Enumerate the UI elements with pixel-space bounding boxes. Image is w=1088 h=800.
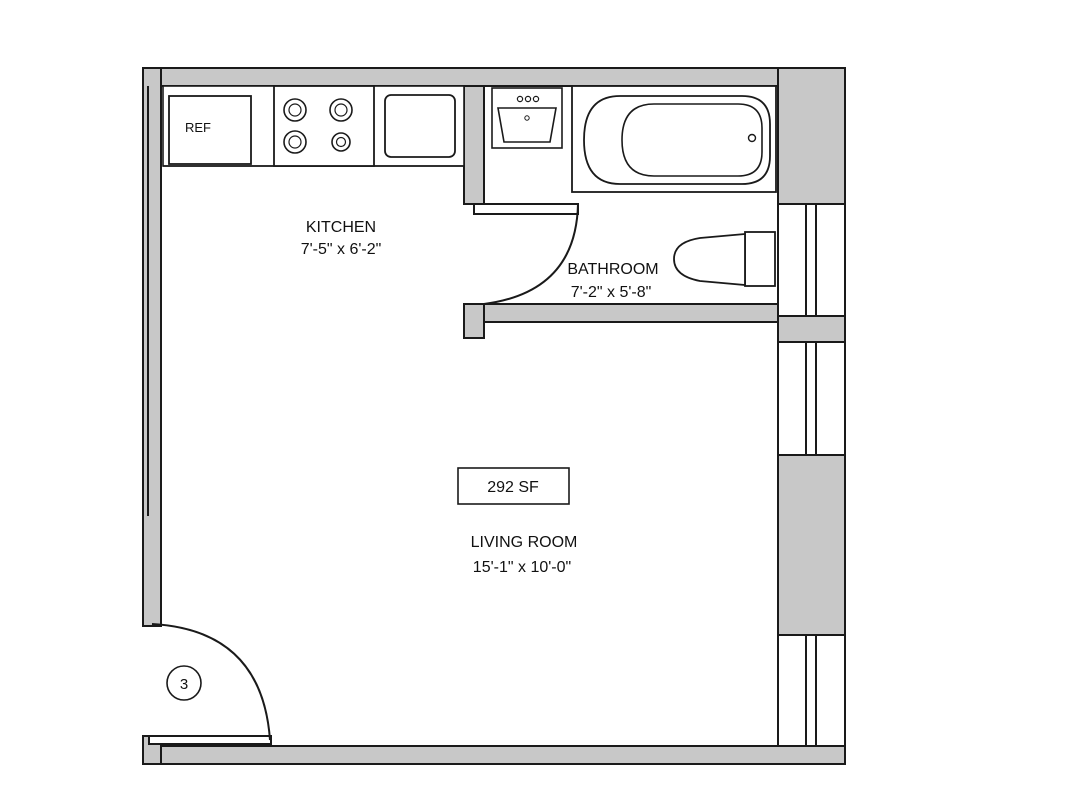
kitchen-name: KITCHEN [306, 219, 376, 236]
area-label: 292 SF [487, 479, 539, 496]
unit-marker: 3 [180, 676, 188, 693]
bath-wall-stub [463, 303, 485, 339]
bath-sink [491, 87, 563, 149]
windows [777, 203, 846, 747]
stove [273, 85, 375, 167]
bath-wall-bottom [463, 303, 779, 323]
bottom-wall [142, 745, 846, 765]
top-wall [142, 67, 846, 87]
bathroom-name: BATHROOM [567, 261, 658, 278]
window-3 [777, 634, 846, 747]
bathtub [571, 85, 777, 193]
living-room-dimensions: 15'-1" x 10'-0" [473, 559, 571, 576]
left-wall [142, 67, 162, 627]
walls [142, 67, 846, 765]
refrigerator [168, 95, 252, 165]
window-1 [777, 203, 846, 317]
bathroom-door [473, 203, 579, 305]
entry-door [148, 623, 272, 745]
right-wall-upper [777, 67, 846, 205]
refrigerator-label: REF [185, 120, 211, 135]
area-box [457, 467, 570, 505]
kitchen-sink [384, 94, 456, 158]
unit-marker-circle [166, 665, 202, 701]
right-wall-segment [777, 454, 846, 636]
toilet [673, 231, 776, 287]
bathroom-dimensions: 7'-2" x 5'-8" [571, 284, 652, 301]
kitchen-dimensions: 7'-5" x 6'-2" [301, 241, 382, 258]
right-wall-mid [777, 315, 846, 343]
window-2 [777, 341, 846, 456]
bath-wall-left [463, 85, 485, 205]
living-room-name: LIVING ROOM [471, 534, 578, 551]
